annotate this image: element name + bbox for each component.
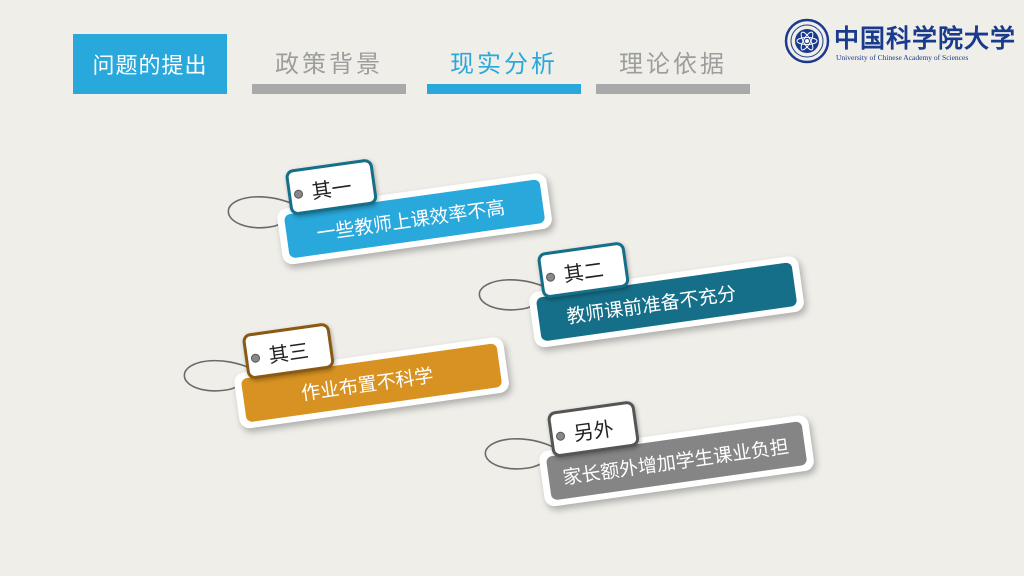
- card-tag-text: 其三: [267, 337, 311, 368]
- section-title: 问题的提出: [73, 34, 227, 94]
- ucas-logo: 中国科学院大学 University of Chinese Academy of…: [784, 18, 1015, 64]
- tab-policy-background[interactable]: 政策背景: [252, 40, 406, 94]
- card-tag-text: 其二: [562, 256, 606, 287]
- tab-theory-basis[interactable]: 理论依据: [596, 40, 750, 94]
- tab-label: 理论依据: [619, 50, 727, 78]
- tab-underline: [427, 84, 581, 94]
- tab-label: 政策背景: [275, 50, 383, 78]
- card-tag-text: 其一: [310, 173, 354, 204]
- tab-underline: [596, 84, 750, 94]
- logo-name-cn: 中国科学院大学: [834, 24, 1017, 53]
- tab-underline: [252, 84, 406, 94]
- logo-name-en: University of Chinese Academy of Science…: [836, 53, 969, 62]
- tab-reality-analysis[interactable]: 现实分析: [427, 40, 581, 94]
- section-title-text: 问题的提出: [92, 54, 208, 79]
- university-emblem-icon: [784, 18, 830, 64]
- tab-label: 现实分析: [450, 50, 558, 78]
- card-tag-text: 另外: [572, 415, 616, 446]
